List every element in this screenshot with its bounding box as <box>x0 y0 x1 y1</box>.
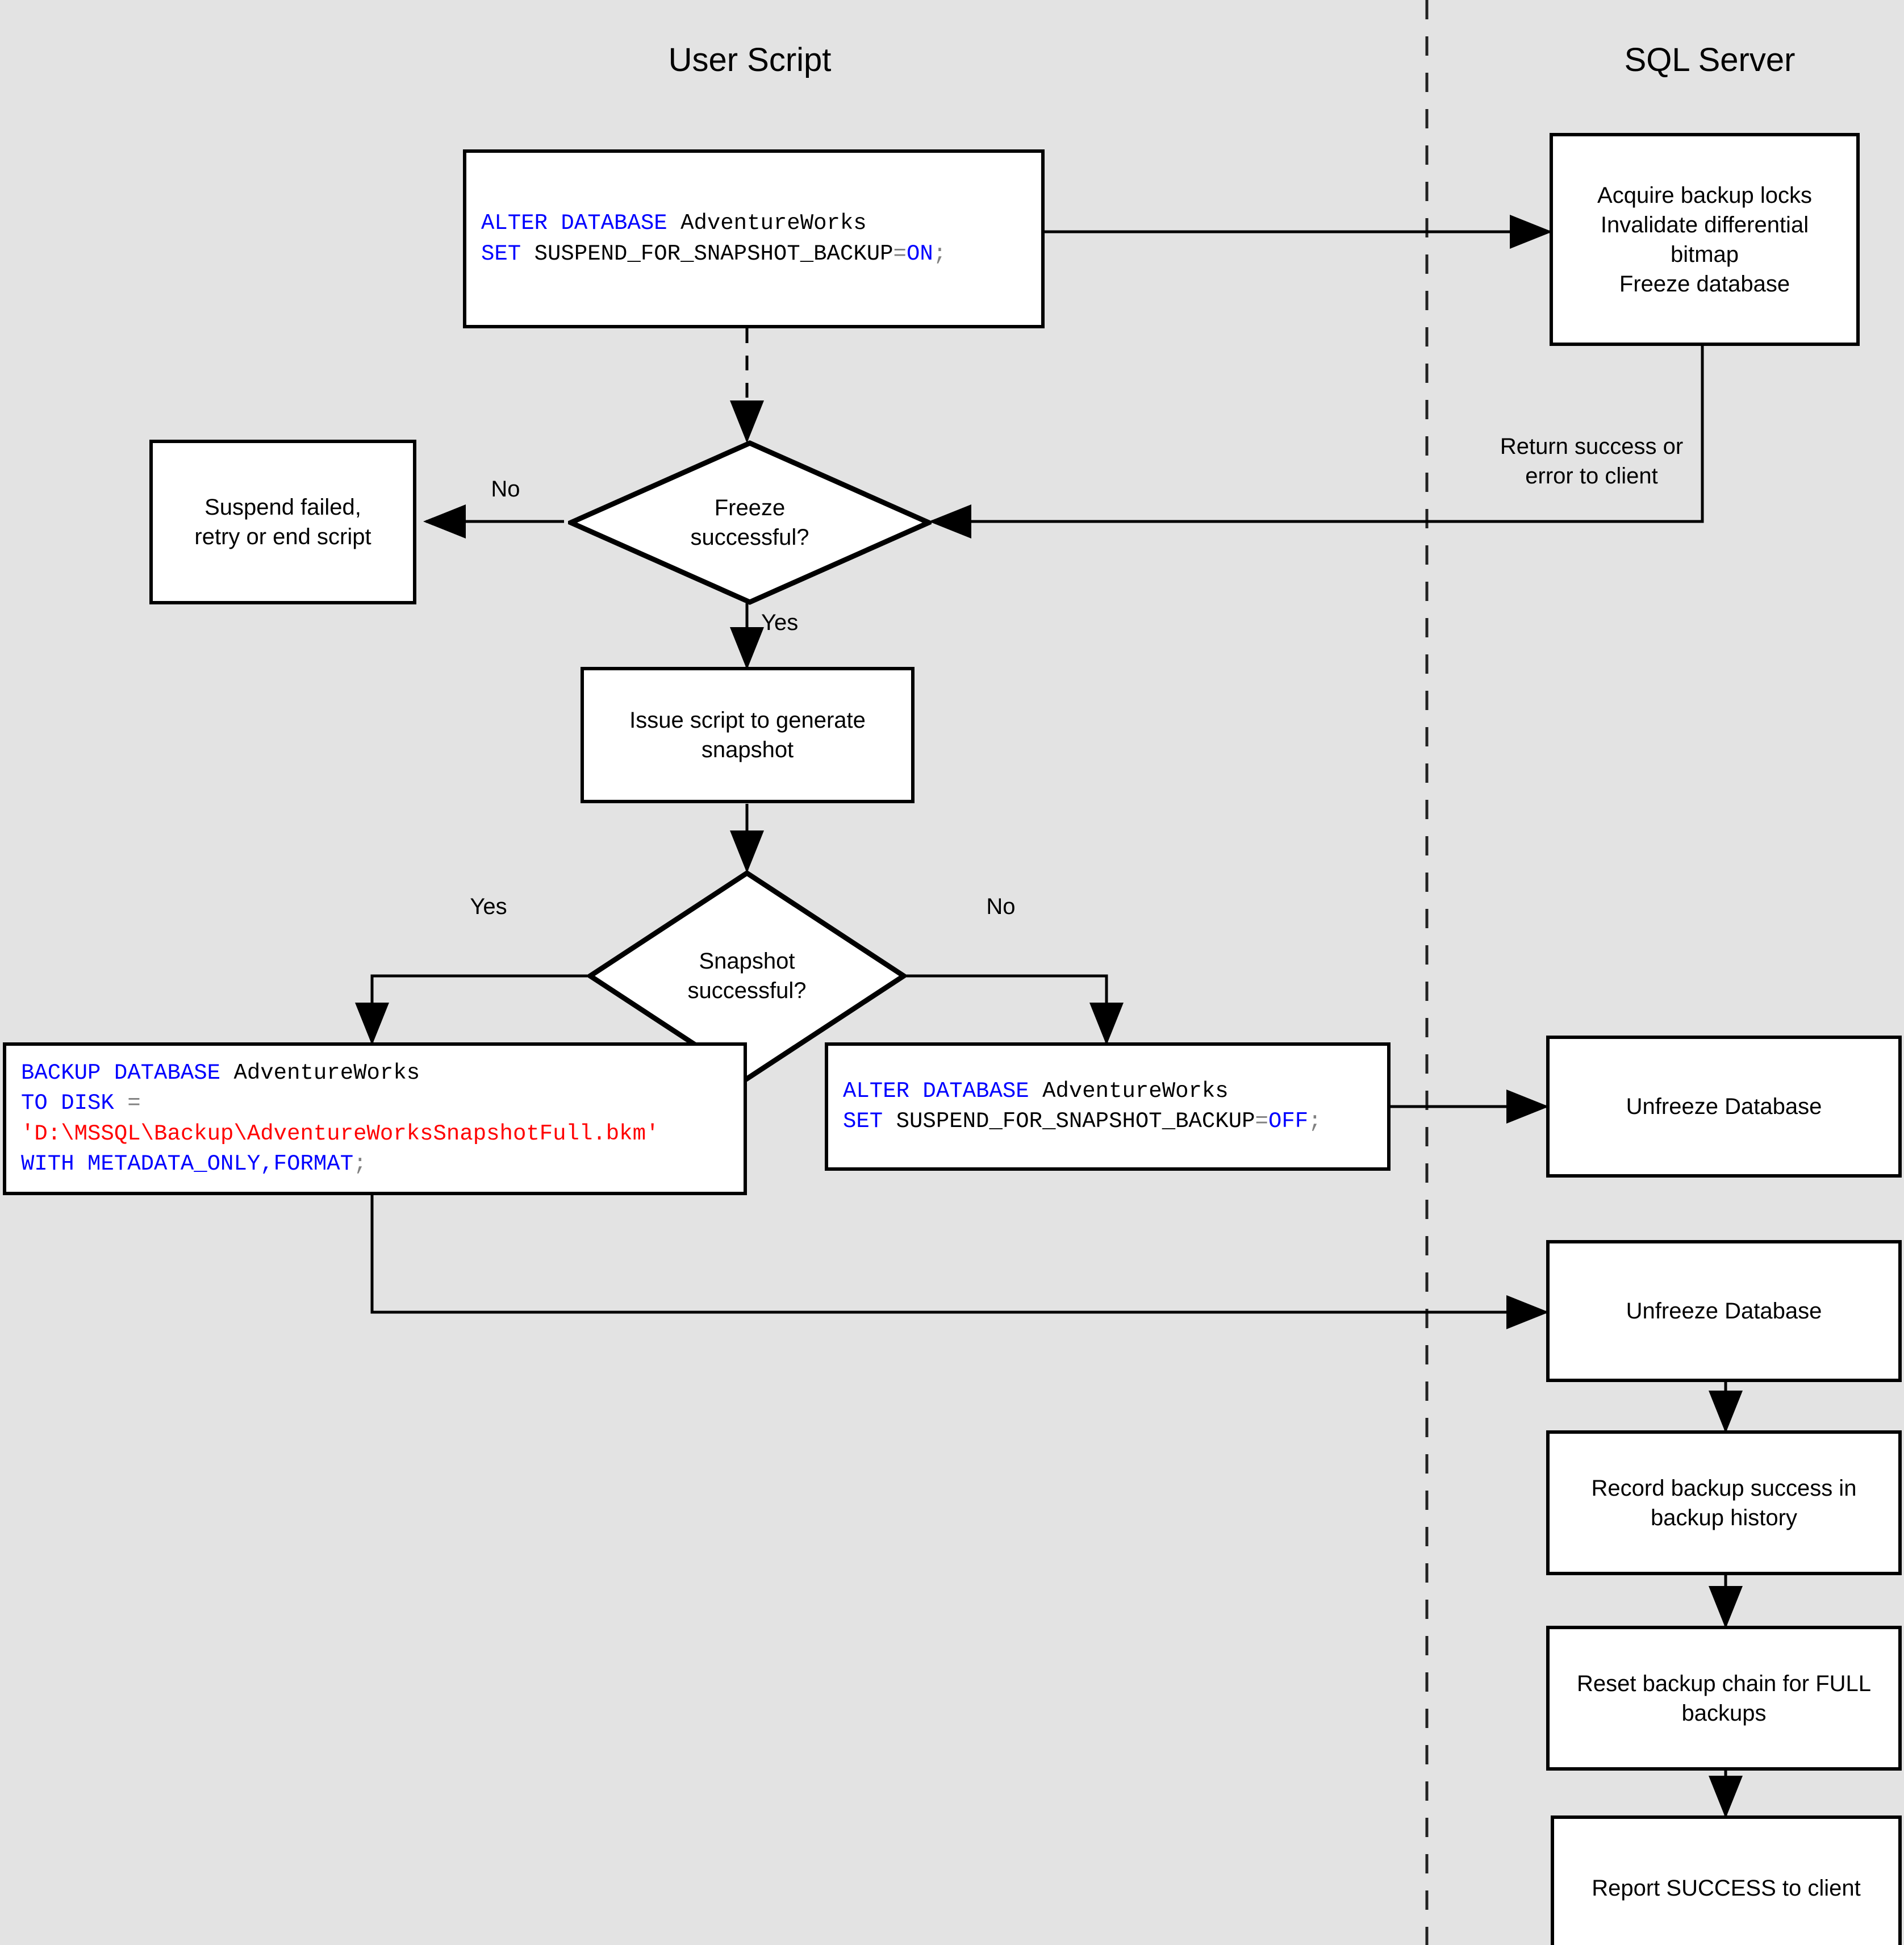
node-alter-database-on[interactable]: ALTER DATABASE AdventureWorks SET SUSPEN… <box>463 149 1045 328</box>
diamond-shape-freeze <box>564 440 936 605</box>
edge-snapshot-no <box>907 974 1124 1045</box>
edge-label-freeze-no: No <box>491 477 520 502</box>
lane-title-user-script: User Script <box>668 41 832 78</box>
edge-label-snapshot-no: No <box>986 894 1016 919</box>
node-unfreeze-database-2-label: Unfreeze Database <box>1626 1299 1822 1324</box>
sql-alter-on-text: ALTER DATABASE AdventureWorks SET SUSPEN… <box>481 211 947 266</box>
lane-title-sql-server: SQL Server <box>1624 41 1796 78</box>
sql-alter-off-text: ALTER DATABASE AdventureWorks SET SUSPEN… <box>843 1078 1322 1134</box>
node-unfreeze-database-1[interactable]: Unfreeze Database <box>1546 1036 1902 1178</box>
node-alter-database-off[interactable]: ALTER DATABASE AdventureWorks SET SUSPEN… <box>825 1042 1391 1171</box>
node-suspend-failed-label: Suspend failed,retry or end script <box>194 495 371 549</box>
node-report-success[interactable]: Report SUCCESS to client <box>1551 1815 1902 1945</box>
node-backup-database[interactable]: BACKUP DATABASE AdventureWorks TO DISK =… <box>3 1042 747 1195</box>
node-unfreeze-database-2[interactable]: Unfreeze Database <box>1546 1240 1902 1382</box>
node-report-success-label: Report SUCCESS to client <box>1592 1875 1861 1901</box>
edge-acquire-to-freeze <box>929 345 1704 539</box>
diamond-shape-snapshot <box>585 870 909 1082</box>
node-suspend-failed[interactable]: Suspend failed,retry or end script <box>149 440 416 604</box>
edge-backup-to-unfreeze2 <box>370 1195 1549 1329</box>
edge-snapshot-yes <box>355 974 587 1045</box>
sql-backup-text: BACKUP DATABASE AdventureWorks TO DISK =… <box>21 1061 659 1176</box>
edge-label-snapshot-yes: Yes <box>470 894 507 919</box>
node-unfreeze-database-1-label: Unfreeze Database <box>1626 1094 1822 1119</box>
edge-label-freeze-yes: Yes <box>761 610 799 635</box>
